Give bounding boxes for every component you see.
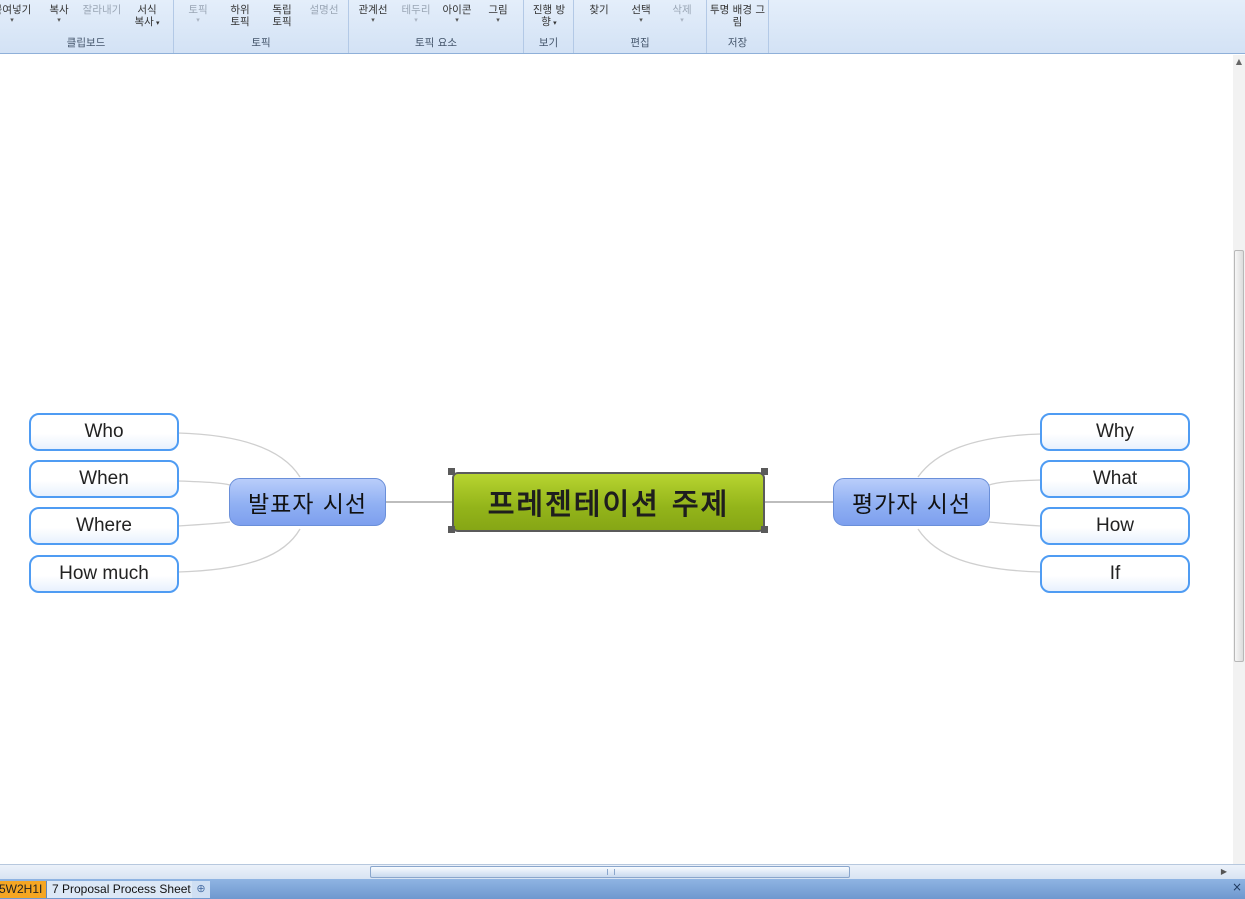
topic-who[interactable]: Who xyxy=(29,413,179,451)
selection-handle[interactable] xyxy=(448,468,455,475)
view-group-label: 보기 xyxy=(538,37,559,49)
cut-button[interactable]: 잘라내기 xyxy=(79,4,125,16)
cut-button-label: 잘라내기 xyxy=(82,4,122,16)
chevron-down-icon: ▾ xyxy=(153,19,160,27)
chevron-down-icon: ▾ xyxy=(455,16,459,24)
topic-when[interactable]: When xyxy=(29,460,179,498)
boundary-button[interactable]: 테두리 ▾ xyxy=(398,4,434,25)
floating-topic-button-label: 독립 토픽 xyxy=(272,4,292,28)
topic-if[interactable]: If xyxy=(1040,555,1190,593)
transparent-image-button[interactable]: 투명 배경 그림 xyxy=(709,4,766,28)
paste-button[interactable]: 붙여넣기 ▾ xyxy=(0,4,37,25)
tab-proposal-process-sheet-label: 7 Proposal Process Sheet xyxy=(52,882,191,896)
icon-button-label: 아이콘 xyxy=(442,4,472,16)
topic-why[interactable]: Why xyxy=(1040,413,1190,451)
topic-evaluator-view[interactable]: 평가자 시선 xyxy=(833,478,990,526)
paste-button-label: 붙여넣기 xyxy=(0,4,32,16)
tab-5w2h1i[interactable]: 5W2H1I xyxy=(0,881,48,898)
clipboard-group-label: 클립보드 xyxy=(66,37,106,49)
chevron-down-icon: ▾ xyxy=(414,16,418,24)
save-group: 투명 배경 그림 저장 xyxy=(707,0,769,53)
format-copy-button-label: 서식 복사 xyxy=(134,4,157,28)
subtopic-button[interactable]: 하위 토픽 xyxy=(227,4,253,28)
chevron-down-icon: ▾ xyxy=(371,16,375,24)
connector-line xyxy=(988,521,1042,527)
picture-button[interactable]: 그림 ▾ xyxy=(485,4,511,25)
picture-button-label: 그림 xyxy=(488,4,508,16)
delete-button[interactable]: 삭제 ▾ xyxy=(669,4,695,25)
topic-button[interactable]: 토픽 ▾ xyxy=(184,4,212,25)
tab-proposal-process-sheet[interactable]: 7 Proposal Process Sheet xyxy=(46,881,196,898)
chevron-down-icon: ▾ xyxy=(680,16,684,24)
add-sheet-icon[interactable]: ⊕ xyxy=(192,881,210,898)
vertical-scrollbar[interactable]: ▲ xyxy=(1233,55,1245,864)
find-button[interactable]: 찾기 xyxy=(586,4,612,16)
find-button-label: 찾기 xyxy=(589,4,609,16)
direction-button-label: 진행 방향 xyxy=(532,4,566,28)
chevron-down-icon: ▾ xyxy=(57,16,61,24)
connector-lines xyxy=(177,432,1042,573)
topic-where[interactable]: Where xyxy=(29,507,179,545)
chevron-down-icon: ▾ xyxy=(550,19,557,27)
relationship-button-label: 관계선 xyxy=(358,4,388,16)
horizontal-scroll-thumb[interactable] xyxy=(370,866,850,878)
chevron-down-icon: ▾ xyxy=(496,16,500,24)
topic-presenter-view[interactable]: 발표자 시선 xyxy=(229,478,386,526)
copy-button[interactable]: 복사 ▾ xyxy=(45,4,73,25)
select-button-label: 선택 xyxy=(631,4,651,16)
scroll-grip-icon xyxy=(607,869,615,875)
save-group-label: 저장 xyxy=(727,37,748,49)
topic-group-label: 토픽 xyxy=(251,37,271,49)
selection-handle[interactable] xyxy=(448,526,455,533)
topic-button-label: 토픽 xyxy=(188,4,208,16)
scroll-up-icon[interactable]: ▲ xyxy=(1235,57,1243,66)
topic-elements-group-label: 토픽 요소 xyxy=(415,37,457,49)
tab-5w2h1i-label: 5W2H1I xyxy=(0,882,43,896)
topic-elements-group: 관계선 ▾ 테두리 ▾ 아이콘 ▾ 그림 ▾ 토픽 요소 xyxy=(349,0,524,53)
format-copy-button[interactable]: 서식 복사 ▾ xyxy=(132,4,162,29)
ribbon-toolbar: 붙여넣기 ▾ 복사 ▾ 잘라내기 서식 복사 ▾ 클립보드 토픽 ▾ 하위 토픽… xyxy=(0,0,1245,54)
clipboard-group: 붙여넣기 ▾ 복사 ▾ 잘라내기 서식 복사 ▾ 클립보드 xyxy=(0,0,174,53)
mindmap-canvas[interactable]: Who When Where How much 발표자 시선 프레젠테이션 주제… xyxy=(0,55,1233,864)
vertical-scroll-thumb[interactable] xyxy=(1234,250,1244,662)
boundary-button-label: 테두리 xyxy=(401,4,431,16)
connector-line xyxy=(917,528,1042,573)
connector-line xyxy=(177,521,231,527)
view-group: 진행 방향 ▾ 보기 xyxy=(524,0,574,53)
connector-line xyxy=(177,480,231,486)
selection-handle[interactable] xyxy=(761,468,768,475)
edit-group-label: 편집 xyxy=(630,37,650,49)
central-topic[interactable]: 프레젠테이션 주제 xyxy=(452,472,765,532)
topic-what[interactable]: What xyxy=(1040,460,1190,498)
selection-handle[interactable] xyxy=(761,526,768,533)
chevron-down-icon: ▾ xyxy=(639,16,643,24)
chevron-down-icon: ▾ xyxy=(196,16,200,24)
connector-line xyxy=(177,528,301,573)
connector-line xyxy=(177,432,301,478)
horizontal-scrollbar[interactable]: ▶ xyxy=(0,864,1245,880)
topic-how-much[interactable]: How much xyxy=(29,555,179,593)
select-button[interactable]: 선택 ▾ xyxy=(628,4,654,25)
floating-topic-button[interactable]: 독립 토픽 xyxy=(269,4,295,28)
relationship-button[interactable]: 관계선 ▾ xyxy=(355,4,391,25)
topic-how[interactable]: How xyxy=(1040,507,1190,545)
direction-button[interactable]: 진행 방향 ▾ xyxy=(532,4,566,29)
callout-button[interactable]: 설명선 xyxy=(306,4,342,16)
connector-line xyxy=(917,433,1042,478)
topic-group: 토픽 ▾ 하위 토픽 독립 토픽 설명선 토픽 xyxy=(174,0,349,53)
transparent-image-button-label: 투명 배경 그림 xyxy=(710,4,765,28)
icon-button[interactable]: 아이콘 ▾ xyxy=(439,4,475,25)
close-icon[interactable]: × xyxy=(1231,880,1242,894)
edit-group: 찾기 선택 ▾ 삭제 ▾ 편집 xyxy=(574,0,707,53)
copy-button-label: 복사 xyxy=(49,4,69,16)
callout-button-label: 설명선 xyxy=(309,4,339,16)
sheet-tabs: 5W2H1I 7 Proposal Process Sheet ⊕ × xyxy=(0,879,1245,899)
scroll-right-icon[interactable]: ▶ xyxy=(1220,867,1227,876)
delete-button-label: 삭제 xyxy=(672,4,692,16)
subtopic-button-label: 하위 토픽 xyxy=(230,4,250,28)
chevron-down-icon: ▾ xyxy=(10,16,14,24)
connector-line xyxy=(988,479,1042,486)
